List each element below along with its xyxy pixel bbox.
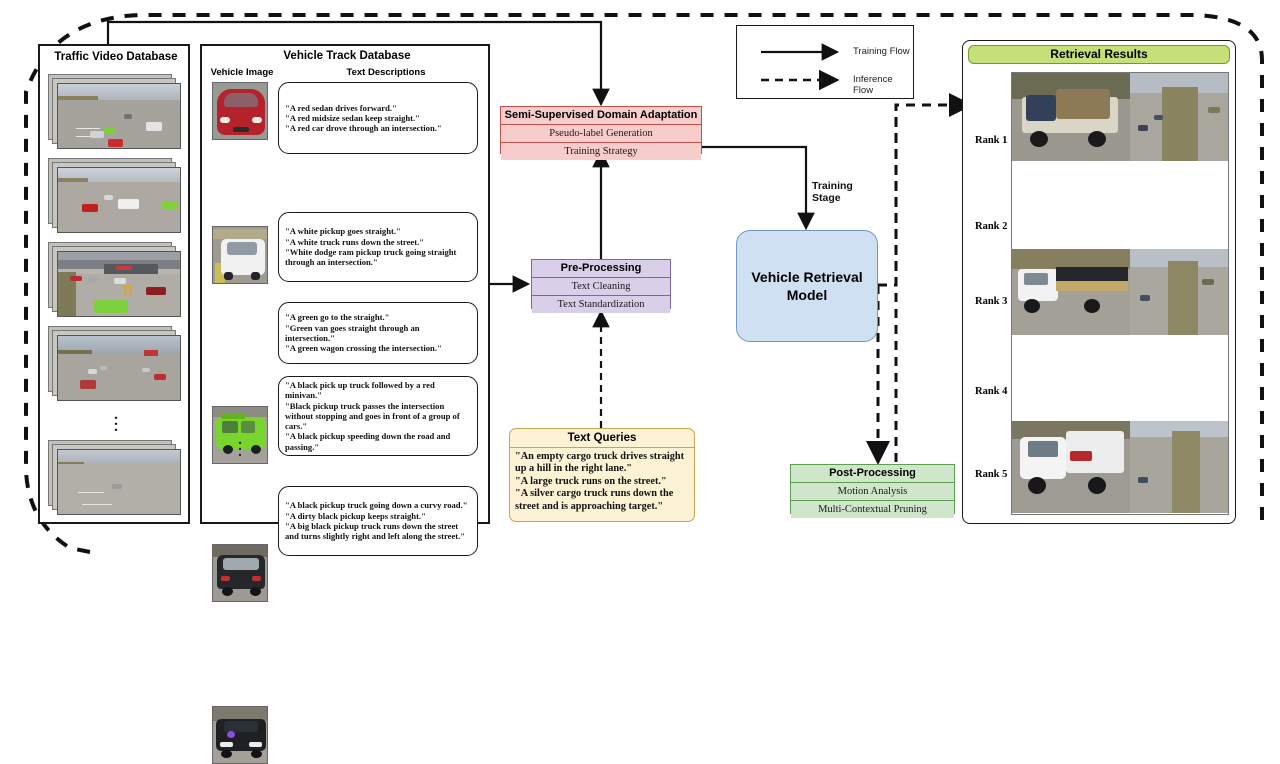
rank-label-1: Rank 1: [975, 135, 1008, 146]
training-stage-line2: Stage: [812, 192, 841, 204]
text-description-bubble: "A black pick up truck followed by a red…: [278, 376, 478, 456]
desc-line: "A big black pickup truck runs down the …: [285, 521, 466, 542]
ssda-row-training-strategy: Training Strategy: [501, 143, 701, 160]
training-stage-line1: Training: [812, 180, 853, 192]
retrieval-results-image-column: [1011, 72, 1229, 515]
desc-line: "A black pickup speeding down the road a…: [285, 431, 451, 452]
vehicle-retrieval-model-box: Vehicle Retrieval Model: [736, 230, 878, 342]
preprocessing-row-text-standardization: Text Standardization: [532, 296, 670, 313]
retrieval-results-panel: Retrieval Results Rank 1 Rank 2 Rank 3 R…: [962, 40, 1236, 524]
vehicle-image-column-header: Vehicle Image: [210, 67, 274, 78]
diagram-canvas: Traffic Video Database: [24, 13, 1264, 764]
traffic-video-database-title: Traffic Video Database: [54, 51, 178, 63]
legend-label-inference-flow: Inference Flow: [853, 74, 893, 96]
desc-line: "A green wagon crossing the intersection…: [285, 343, 442, 354]
desc-line: "Black pickup truck passes the intersect…: [285, 400, 460, 432]
desc-line: "White dodge ram pickup truck going stra…: [285, 247, 457, 268]
postprocessing-title: Post-Processing: [791, 465, 954, 483]
text-description-bubble: "A black pickup truck going down a curvy…: [278, 486, 478, 556]
text-description-bubble: "A red sedan drives forward." "A red mid…: [278, 82, 478, 154]
traffic-db-ellipsis: ...: [114, 407, 118, 435]
model-label-line2: Model: [786, 287, 828, 303]
rank-label-5: Rank 5: [975, 469, 1008, 480]
traffic-video-database-panel: Traffic Video Database: [38, 44, 190, 524]
query-line: street and is approaching target.": [515, 500, 664, 512]
desc-line: "A red car drove through an intersection…: [285, 123, 442, 134]
desc-line: "A red midsize sedan keep straight.": [285, 112, 420, 123]
vehicle-track-ellipsis: ...: [238, 433, 242, 460]
legend-box: Training Flow Inference Flow: [736, 25, 914, 99]
result-image-rank-1: [1012, 73, 1228, 161]
vehicle-thumb-white-pickup: [212, 226, 268, 284]
ssda-row-pseudo-label: Pseudo-label Generation: [501, 125, 701, 143]
desc-line: "A green go to the straight.": [285, 312, 390, 323]
postprocessing-row-multi-contextual-pruning: Multi-Contextual Pruning: [791, 501, 954, 518]
text-queries-title: Text Queries: [510, 429, 694, 448]
preprocessing-box: Pre-Processing Text Cleaning Text Standa…: [531, 259, 671, 313]
video-frame-stack: [48, 74, 184, 150]
query-line: "An empty cargo truck drives straight: [515, 451, 685, 462]
text-description-bubble: "A white pickup goes straight." "A white…: [278, 212, 478, 282]
ssda-box: Semi-Supervised Domain Adaptation Pseudo…: [500, 106, 702, 160]
result-image-rank-2: [1012, 249, 1228, 335]
ssda-title: Semi-Supervised Domain Adaptation: [501, 107, 701, 125]
vehicle-thumb-green-van: [212, 406, 268, 464]
retrieval-results-title: Retrieval Results: [968, 45, 1230, 64]
text-description-bubble: "A green go to the straight." "Green van…: [278, 302, 478, 364]
video-frame-stack: [48, 158, 184, 234]
text-queries-body: "An empty cargo truck drives straight up…: [510, 448, 694, 516]
desc-line: "A black pick up truck followed by a red…: [285, 379, 435, 401]
desc-line: "A white pickup goes straight.": [285, 226, 401, 237]
result-image-rank-3: [1012, 421, 1228, 513]
query-line: "A silver cargo truck runs down the: [515, 488, 674, 500]
vehicle-track-database-title: Vehicle Track Database: [283, 50, 411, 62]
video-frame-stack: [48, 326, 184, 402]
query-line: "A large truck runs on the street.": [515, 475, 667, 487]
desc-line: "A red sedan drives forward.": [285, 102, 397, 113]
vehicle-thumb-black-suv: [212, 544, 268, 602]
postprocessing-box: Post-Processing Motion Analysis Multi-Co…: [790, 464, 955, 518]
query-line: up a hill in the right lane.": [515, 463, 633, 475]
training-stage-label: Training Stage: [812, 180, 892, 204]
rank-label-2: Rank 2: [975, 221, 1008, 232]
rank-label-4: Rank 4: [975, 386, 1008, 397]
desc-line: "Green van goes straight through an inte…: [285, 322, 420, 343]
desc-line: "A white truck runs down the street.": [285, 236, 425, 247]
vehicle-track-database-panel: Vehicle Track Database Vehicle Image Tex…: [200, 44, 490, 764]
model-label-line1: Vehicle Retrieval: [751, 269, 863, 285]
video-frame-stack: [48, 242, 184, 318]
video-frame-stack: [48, 440, 184, 516]
desc-line: "A black pickup truck going down a curvy…: [285, 500, 468, 511]
desc-line: "A dirty black pickup keeps straight.": [285, 510, 426, 521]
postprocessing-row-motion-analysis: Motion Analysis: [791, 483, 954, 501]
preprocessing-row-text-cleaning: Text Cleaning: [532, 278, 670, 296]
text-descriptions-column-header: Text Descriptions: [346, 67, 426, 78]
rank-label-3: Rank 3: [975, 296, 1008, 307]
legend-label-training-flow: Training Flow: [853, 46, 910, 57]
vehicle-thumb-red-sedan: [212, 82, 268, 140]
preprocessing-title: Pre-Processing: [532, 260, 670, 278]
text-queries-box: Text Queries "An empty cargo truck drive…: [509, 428, 695, 522]
vehicle-thumb-black-pickup: [212, 706, 268, 764]
